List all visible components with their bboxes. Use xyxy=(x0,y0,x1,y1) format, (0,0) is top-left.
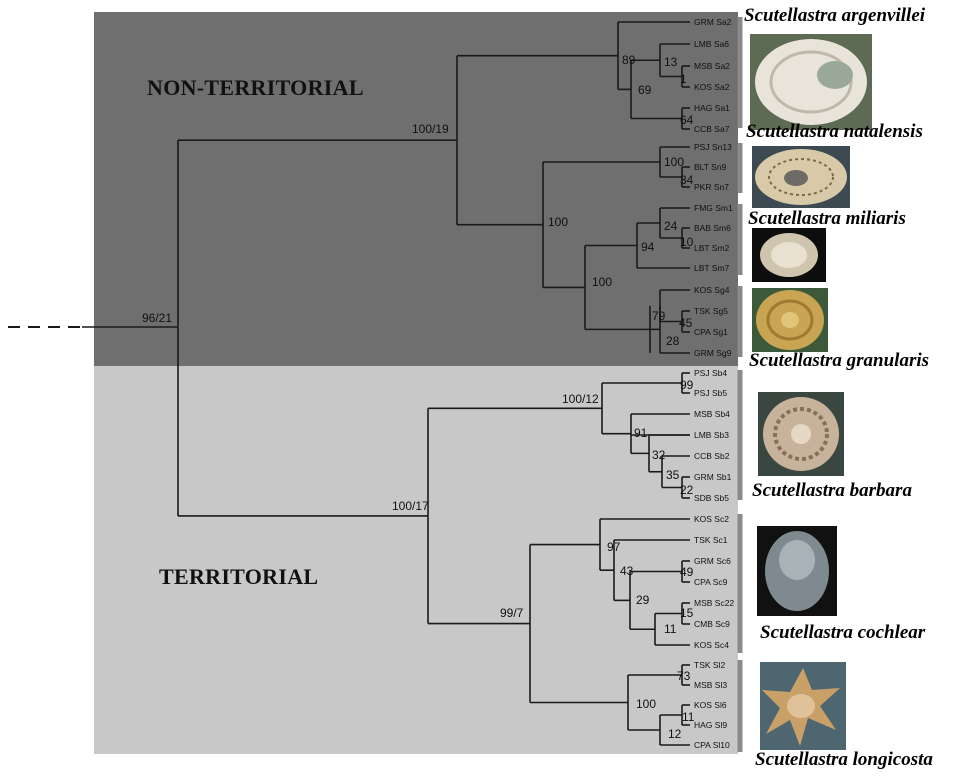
support-n1: 34 xyxy=(680,173,694,187)
shell-photo-cochlear xyxy=(757,526,837,616)
tip-label: FMG Sm1 xyxy=(694,203,733,213)
support-nmg: 100 xyxy=(548,215,568,229)
support-cl: 99/7 xyxy=(500,606,524,620)
non-territorial-region xyxy=(94,12,738,366)
tip-label: GRM Sa2 xyxy=(694,17,732,27)
tip-label: GRM Sb1 xyxy=(694,472,732,482)
shell-photo-longicosta xyxy=(760,662,846,750)
species-label-barbara: Scutellastra barbara xyxy=(752,480,912,502)
tip-label: KOS Sa2 xyxy=(694,82,730,92)
tip-label: GRM Sg9 xyxy=(694,348,732,358)
support-mg: 100 xyxy=(592,275,612,289)
species-label-longicosta: Scutellastra longicosta xyxy=(755,749,933,771)
support-a3: 64 xyxy=(680,113,694,127)
tip-label: BAB Sm6 xyxy=(694,223,731,233)
support-a2: 13 xyxy=(664,55,678,69)
tip-label: GRM Sc6 xyxy=(694,556,731,566)
support-b6: 100/12 xyxy=(562,392,599,406)
tip-label: KOS Sl6 xyxy=(694,700,727,710)
tip-label: MSB Sb4 xyxy=(694,409,730,419)
tip-label: MSB Sc22 xyxy=(694,598,734,608)
tip-label: TSK Sl2 xyxy=(694,660,725,670)
support-territorial: 100/17 xyxy=(392,499,429,513)
tip-label: CCB Sb2 xyxy=(694,451,730,461)
support-c2: 15 xyxy=(680,606,694,620)
group-label-non-territorial: NON-TERRITORIAL xyxy=(147,75,364,101)
tip-label: BLT Sn9 xyxy=(694,162,727,172)
support-n2: 100 xyxy=(664,155,684,169)
support-b1: 99 xyxy=(680,378,694,392)
group-label-territorial: TERRITORIAL xyxy=(159,564,318,590)
tip-label: PSJ Sn13 xyxy=(694,142,732,152)
territorial-region xyxy=(94,366,738,754)
tip-label: MSB Sl3 xyxy=(694,680,727,690)
shell-photo-granularis xyxy=(752,288,828,352)
support-g1: 45 xyxy=(679,316,693,330)
shell-photo-barbara xyxy=(758,392,844,476)
tip-label: KOS Sc2 xyxy=(694,514,729,524)
tip-label: CPA Sl10 xyxy=(694,740,730,750)
tip-label: TSK Sc1 xyxy=(694,535,728,545)
tip-label: SDB Sb5 xyxy=(694,493,729,503)
support-root: 96/21 xyxy=(142,311,172,325)
tip-label: LMB Sb3 xyxy=(694,430,729,440)
support-c1: 49 xyxy=(680,565,694,579)
tip-label: KOS Sc4 xyxy=(694,640,729,650)
support-c5: 43 xyxy=(620,564,634,578)
species-label-argenvillei: Scutellastra argenvillei xyxy=(744,5,925,27)
tip-label: LBT Sm7 xyxy=(694,263,730,273)
support-m3: 94 xyxy=(641,240,655,254)
tip-label: CPA Sc9 xyxy=(694,577,728,587)
tip-label: CMB Sc9 xyxy=(694,619,730,629)
tip-label: HAG Sl9 xyxy=(694,720,727,730)
support-b5: 91 xyxy=(634,426,648,440)
support-c4: 29 xyxy=(636,593,650,607)
species-label-cochlear: Scutellastra cochlear xyxy=(760,622,925,644)
support-l4: 100 xyxy=(636,697,656,711)
support-c6: 97 xyxy=(607,540,621,554)
tip-label: KOS Sg4 xyxy=(694,285,730,295)
support-m1: 10 xyxy=(680,235,694,249)
support-l1: 73 xyxy=(677,669,691,683)
tip-label: LMB Sa6 xyxy=(694,39,729,49)
support-m2: 24 xyxy=(664,219,678,233)
tip-label: LBT Sm2 xyxy=(694,243,730,253)
support-b2: 22 xyxy=(680,483,694,497)
support-l3: 12 xyxy=(668,727,682,741)
support-b3: 35 xyxy=(666,468,680,482)
support-a4: 69 xyxy=(638,83,652,97)
shell-photo-miliaris xyxy=(752,228,826,282)
tip-label: TSK Sg5 xyxy=(694,306,728,316)
tip-label: HAG Sa1 xyxy=(694,103,730,113)
tip-label: PSJ Sb5 xyxy=(694,388,727,398)
shell-photo-natalensis xyxy=(752,146,850,208)
support-a5: 89 xyxy=(622,53,636,67)
shell-photo-argenvillei xyxy=(750,34,872,130)
species-label-miliaris: Scutellastra miliaris xyxy=(748,208,906,230)
tip-label: PSJ Sb4 xyxy=(694,368,727,378)
tip-label: MSB Sa2 xyxy=(694,61,730,71)
tip-label: PKR Sn7 xyxy=(694,182,729,192)
tip-label: CPA Sg1 xyxy=(694,327,728,337)
support-l2: 11 xyxy=(682,710,695,724)
support-g2: 28 xyxy=(666,334,680,348)
species-label-granularis: Scutellastra granularis xyxy=(749,350,929,372)
support-c3: 11 xyxy=(664,622,677,636)
support-g3: 79 xyxy=(652,309,666,323)
species-label-natalensis: Scutellastra natalensis xyxy=(746,121,923,143)
support-a1: 1 xyxy=(680,72,687,86)
support-b4: 32 xyxy=(652,448,666,462)
support-nonterritorial: 100/19 xyxy=(412,122,449,136)
tip-label: CCB Sa7 xyxy=(694,124,730,134)
